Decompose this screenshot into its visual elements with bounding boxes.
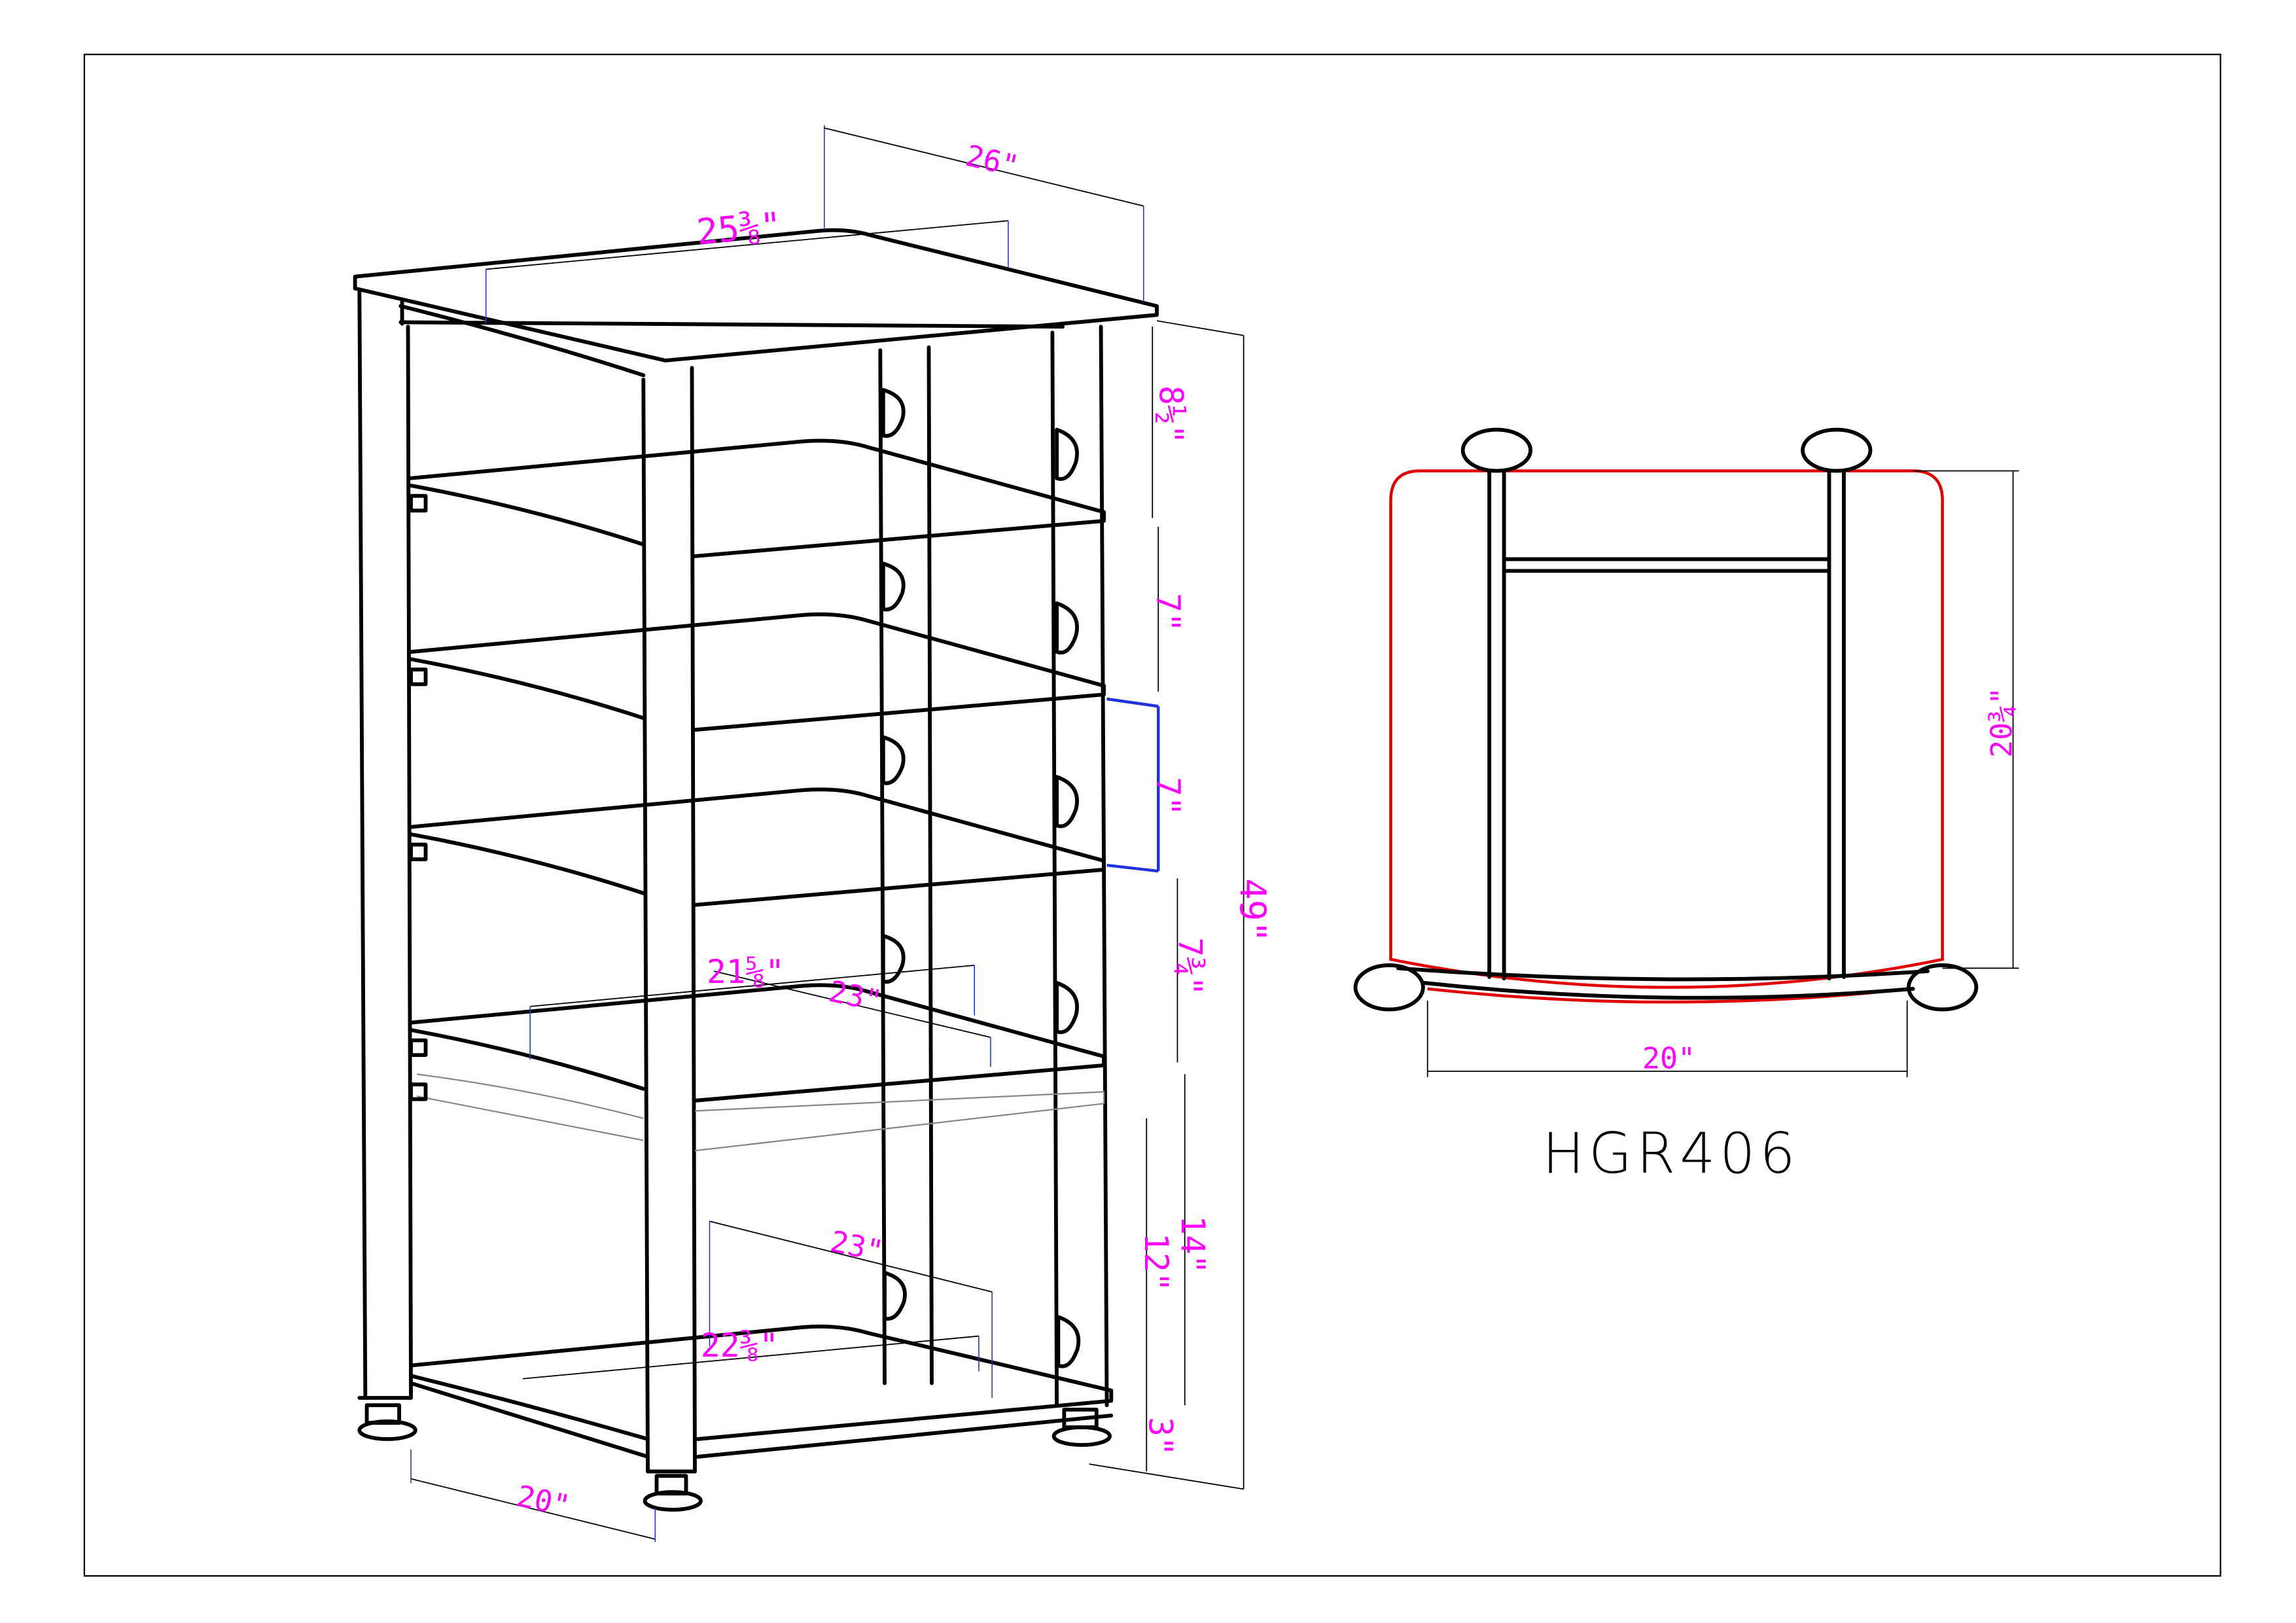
shelf-gap-3-label: 7¾" xyxy=(1171,937,1209,995)
top-width-label: 25⅜" xyxy=(695,204,783,253)
shelf-depth-label: 23" xyxy=(826,974,885,1019)
shelf-1 xyxy=(409,438,1106,558)
drawing-frame xyxy=(83,54,2221,1577)
top-gap-label: 8½" xyxy=(1152,385,1190,444)
leg-height-label: 3" xyxy=(1142,1417,1180,1456)
shelf-alt-position xyxy=(409,1073,1105,1152)
base-depth-label: 20" xyxy=(514,1478,573,1524)
right-back-post xyxy=(1050,325,1112,1447)
bottom-shelf-depth-label: 23" xyxy=(827,1224,886,1269)
dimension-lines xyxy=(410,125,1245,1543)
overall-depth-label: 26" xyxy=(963,138,1022,184)
shelf-4 xyxy=(409,983,1106,1103)
cable-cutouts xyxy=(881,387,1081,1368)
top-view-width-label: 20" xyxy=(1642,1041,1695,1075)
model-number: HGR406 xyxy=(1542,1122,1799,1186)
shelf-gap-1-label: 7" xyxy=(1149,593,1187,632)
top-panel xyxy=(353,228,1159,363)
top-view-depth-label: 20¾" xyxy=(1984,687,2019,758)
bottom-shelf-width-label: 22⅜" xyxy=(701,1327,779,1364)
left-back-post xyxy=(357,289,417,1441)
top-view-posts xyxy=(1487,469,1846,981)
top-view-feet xyxy=(1353,427,1979,1012)
front-post xyxy=(641,366,703,1512)
overall-height-label: 49" xyxy=(1232,878,1273,942)
middle-back-post xyxy=(878,345,934,1385)
lower-gap-max-label: 14" xyxy=(1174,1215,1212,1274)
top-underside xyxy=(398,304,646,378)
top-view-outline xyxy=(1389,469,1944,989)
shelf-3 xyxy=(409,787,1106,907)
lower-gap-min-label: 12" xyxy=(1137,1233,1175,1291)
shelf-2 xyxy=(409,612,1106,732)
top-view: 20¾" 20" HGR406 xyxy=(1353,427,2019,1186)
shelves xyxy=(409,438,1114,1459)
shelf-gap-2-label: 7" xyxy=(1149,777,1187,816)
shelf-width-label: 21⅝" xyxy=(707,953,785,991)
perspective-view: 26" 25⅜" 8½" 7" 7" 7¾" 49" 14" 12" 3" 21… xyxy=(353,125,1273,1543)
